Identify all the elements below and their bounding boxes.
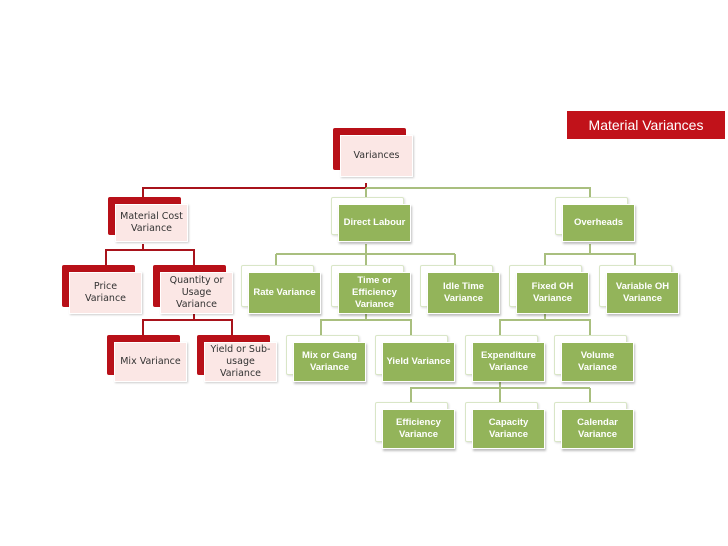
node-volume: Volume Variance xyxy=(554,335,634,382)
link-fixed-bus xyxy=(499,312,546,335)
node-price: Price Variance xyxy=(62,265,142,314)
link-oh-var xyxy=(590,253,636,265)
node-fixed-oh: Fixed OH Variance xyxy=(509,265,589,314)
node-efficiency: Efficiency Variance xyxy=(375,402,455,449)
node-expenditure: Expenditure Variance xyxy=(465,335,545,382)
link-root-left xyxy=(142,187,366,198)
node-idle-time: Idle Time Variance xyxy=(420,265,500,314)
node-variable-oh: Variable OH Variance xyxy=(599,265,679,314)
node-variances: Variances xyxy=(333,128,413,177)
link-exp-bus xyxy=(410,381,501,402)
node-rate: Rate Variance xyxy=(241,265,321,314)
link-time-bus xyxy=(320,312,367,335)
link-qty-bus xyxy=(142,312,195,335)
node-time-efficiency: Time or Efficiency Variance xyxy=(331,265,411,314)
link-root-right xyxy=(366,187,591,198)
link-oh-bus xyxy=(544,244,591,265)
node-overheads: Overheads xyxy=(555,197,635,242)
link-material-bus xyxy=(105,244,144,265)
node-direct-labour: Direct Labour xyxy=(331,197,411,242)
node-capacity: Capacity Variance xyxy=(465,402,545,449)
link-material-qty xyxy=(143,249,195,265)
link-time-yield xyxy=(366,319,412,335)
node-mix: Mix Variance xyxy=(107,335,187,382)
node-calendar: Calendar Variance xyxy=(554,402,634,449)
node-material-cost: Material Cost Variance xyxy=(108,197,188,242)
node-yield: Yield Variance xyxy=(375,335,455,382)
node-mix-gang: Mix or Gang Variance xyxy=(286,335,366,382)
node-quantity-usage: Quantity or Usage Variance xyxy=(153,265,233,314)
link-qty-yield xyxy=(194,319,233,335)
link-fixed-vol xyxy=(545,319,591,335)
page-title: Material Variances xyxy=(567,111,725,139)
node-yield-sub-usage: Yield or Sub-usage Variance xyxy=(197,335,277,382)
